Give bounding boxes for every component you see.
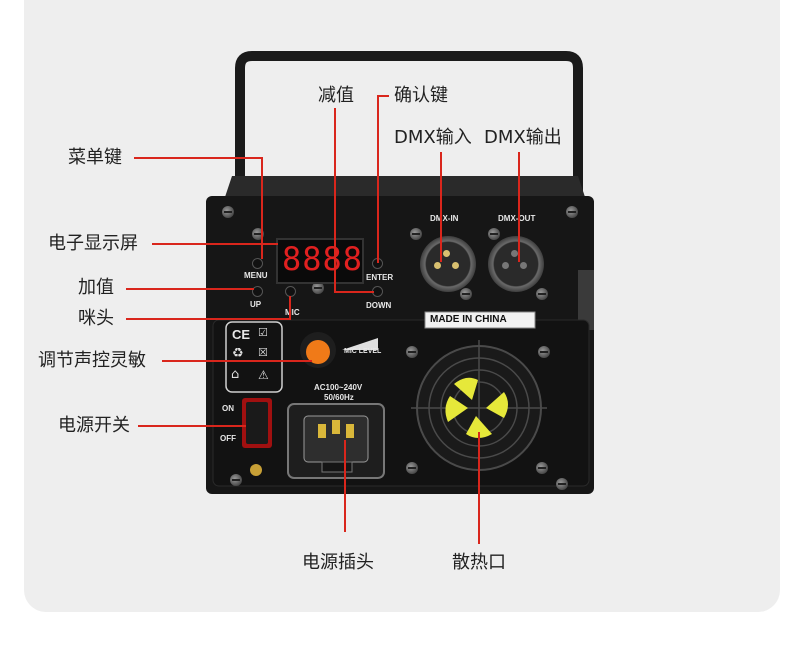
leader-line-dmx-in: [440, 152, 442, 262]
connector-pin: [434, 262, 441, 269]
screw: [460, 288, 472, 300]
screw: [410, 228, 422, 240]
down-text: DOWN: [366, 301, 392, 310]
weee-icon: ☒: [258, 346, 268, 359]
label-plus: 加值: [78, 277, 114, 298]
leader-line-dmx-out: [518, 152, 520, 262]
switch-on-text: ON: [222, 404, 234, 413]
menu-text: MENU: [244, 271, 268, 280]
mic-text: MIC: [285, 308, 300, 317]
dmx-in-connector[interactable]: [420, 236, 476, 292]
label-confirm: 确认键: [394, 85, 448, 106]
leader-line-display: [152, 243, 278, 245]
label-sensitivity: 调节声控灵敏: [38, 350, 146, 371]
label-menu-key: 菜单键: [68, 147, 122, 168]
screw: [406, 462, 418, 474]
label-dmx-in: DMX输入: [394, 127, 472, 148]
mic-level-text: MIC LEVEL: [344, 348, 382, 355]
label-vent: 散热口: [452, 552, 506, 573]
leader-line-plug: [344, 440, 346, 532]
home-icon: ⌂: [231, 367, 240, 382]
leader-line-vent: [478, 432, 480, 544]
label-power-switch: 电源开关: [58, 415, 130, 436]
check-icon: ☑: [258, 326, 268, 339]
screw: [536, 462, 548, 474]
enter-text: ENTER: [366, 273, 394, 282]
connector-socket: [520, 262, 527, 269]
screw: [536, 288, 548, 300]
leader-line-plus: [126, 288, 254, 290]
leader-line-mic: [126, 318, 290, 320]
label-power-plug: 电源插头: [302, 552, 374, 573]
leader-line-switch: [138, 425, 246, 427]
screw: [222, 206, 234, 218]
leader-line-menu: [261, 157, 263, 259]
leader-line-confirm: [377, 95, 389, 97]
dmx-out-text: DMX-OUT: [498, 214, 536, 223]
screw: [538, 346, 550, 358]
up-text: UP: [250, 300, 262, 309]
connector-socket: [511, 250, 518, 257]
screw: [566, 206, 578, 218]
dmx-in-text: DMX-IN: [430, 214, 459, 223]
led-display: [276, 238, 364, 284]
menu-button[interactable]: [252, 258, 263, 269]
label-minus: 减值: [318, 85, 354, 106]
warning-icon: ⚠: [258, 368, 269, 382]
recycle-icon: ♻: [232, 346, 244, 361]
switch-off-text: OFF: [220, 434, 236, 443]
display-digits: 8888: [282, 240, 364, 278]
label-dmx-out: DMX输出: [484, 127, 562, 148]
voltage-text: AC100~240V: [314, 383, 363, 392]
screw: [312, 282, 324, 294]
screw: [230, 474, 242, 486]
leader-line-mic: [289, 296, 291, 320]
screw: [556, 478, 568, 490]
screw: [406, 346, 418, 358]
up-button[interactable]: [252, 286, 263, 297]
label-mic: 咪头: [78, 308, 114, 329]
ce-mark: CE: [232, 327, 251, 342]
leader-line-minus: [334, 291, 374, 293]
leader-line-confirm: [377, 95, 379, 263]
screw: [488, 228, 500, 240]
leader-line-minus: [334, 108, 336, 292]
label-display: 电子显示屏: [48, 233, 138, 254]
connector-pin: [443, 250, 450, 257]
frequency-text: 50/60Hz: [324, 393, 354, 402]
connector-socket: [502, 262, 509, 269]
dmx-out-connector[interactable]: [488, 236, 544, 292]
leader-line-menu: [134, 157, 262, 159]
connector-pin: [452, 262, 459, 269]
leader-line-sensitivity: [162, 360, 312, 362]
made-in-china-plate: MADE IN CHINA: [430, 314, 507, 325]
